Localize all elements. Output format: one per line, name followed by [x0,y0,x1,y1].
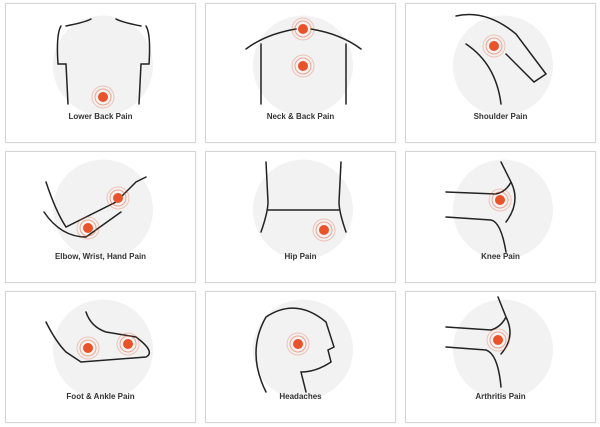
pain-point-marker [123,339,133,349]
pain-point-marker [83,223,93,233]
pain-point-marker [98,92,108,102]
card-elbow-wrist-hand-pain[interactable]: Elbow, Wrist, Hand Pain [5,151,196,283]
card-label: Shoulder Pain [473,112,528,121]
lower-back-icon [53,15,153,116]
foot-ankle-icon [45,299,153,397]
card-neck-back-pain[interactable]: Neck & Back Pain [205,3,396,143]
card-label: Neck & Back Pain [266,112,335,121]
pain-point-marker [298,61,308,71]
card-foot-ankle-pain[interactable]: Foot & Ankle Pain [5,291,196,423]
shoulder-icon [453,13,553,116]
hip-icon [253,159,353,257]
pain-point-marker [298,24,308,34]
card-lower-back-pain[interactable]: Lower Back Pain [5,3,196,143]
pain-point-marker [83,343,93,353]
pain-point-marker [293,339,303,349]
card-label: Hip Pain [284,252,317,261]
elbow-wrist-hand-icon [43,159,153,257]
arthritis-icon [445,296,553,397]
card-label: Lower Back Pain [68,112,133,121]
card-label: Knee Pain [481,252,520,261]
card-label: Arthritis Pain [475,392,526,401]
card-label: Elbow, Wrist, Hand Pain [54,252,147,261]
card-hip-pain[interactable]: Hip Pain [205,151,396,283]
card-knee-pain[interactable]: Knee Pain [405,151,596,283]
pain-point-marker [493,335,503,345]
pain-point-marker [113,193,123,203]
card-headaches[interactable]: Headaches [205,291,396,423]
pain-point-marker [489,41,499,51]
knee-icon [445,159,553,257]
neck-back-icon [245,15,362,116]
card-label: Headaches [279,392,322,401]
card-shoulder-pain[interactable]: Shoulder Pain [405,3,596,143]
pain-point-marker [319,225,329,235]
pain-point-marker [495,195,505,205]
card-label: Foot & Ankle Pain [66,392,135,401]
card-arthritis-pain[interactable]: Arthritis Pain [405,291,596,423]
head-icon [253,299,353,397]
